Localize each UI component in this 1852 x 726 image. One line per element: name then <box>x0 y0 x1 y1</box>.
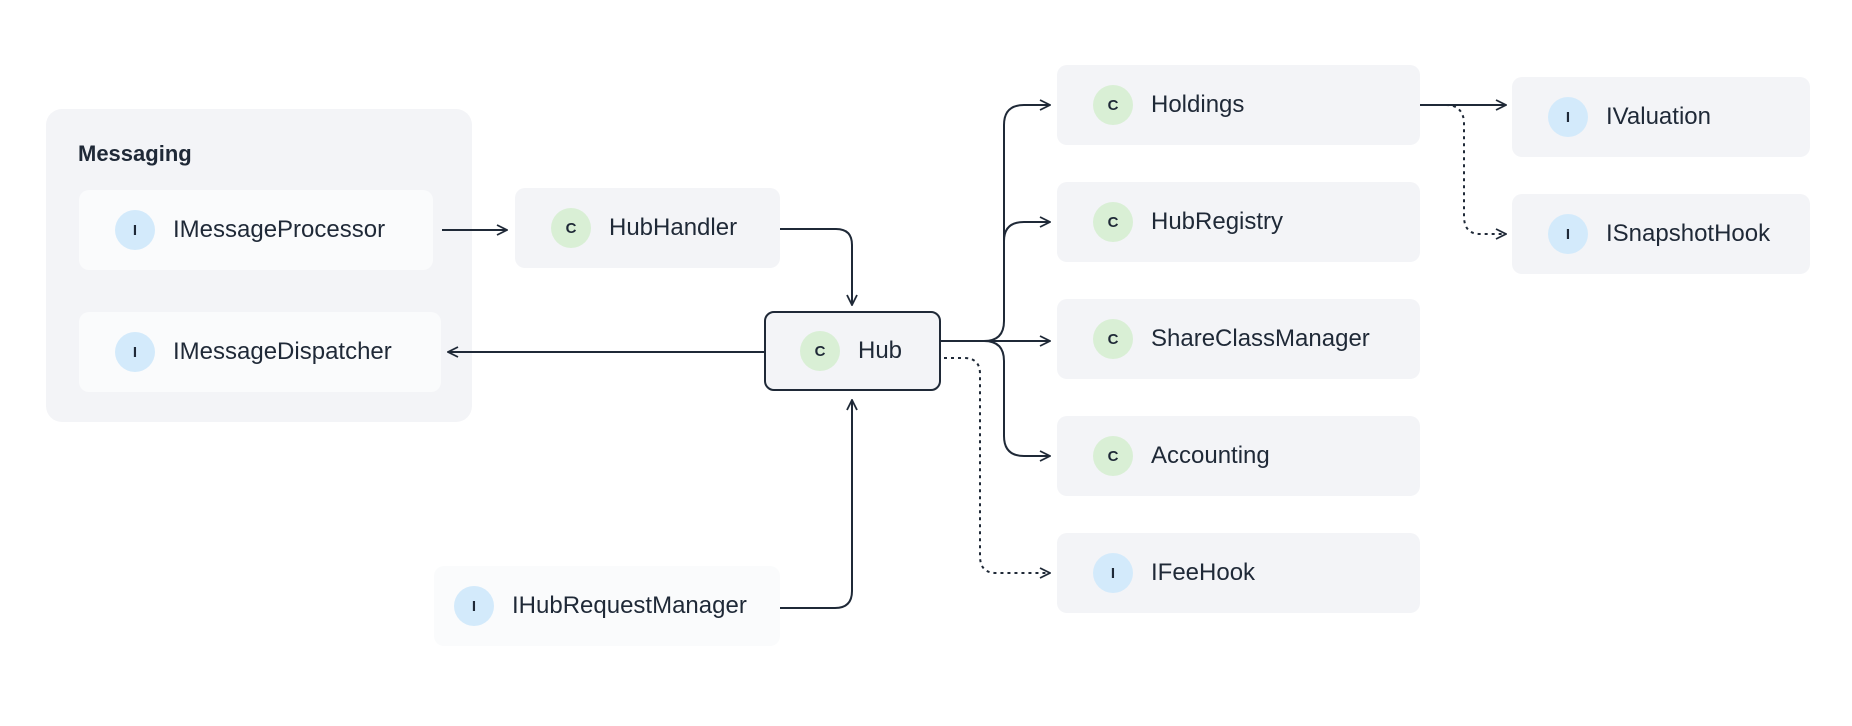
node-label: Holdings <box>1151 91 1245 118</box>
node-accounting[interactable]: C Accounting <box>1057 416 1420 496</box>
node-label: ShareClassManager <box>1151 325 1370 352</box>
interface-badge: I <box>1548 97 1588 137</box>
interface-badge: I <box>1548 214 1588 254</box>
class-badge: C <box>1093 85 1133 125</box>
node-ivaluation[interactable]: I IValuation <box>1512 77 1810 157</box>
node-label: ISnapshotHook <box>1606 220 1771 247</box>
edge-hub-accounting <box>983 340 1050 456</box>
edge-hub-ifeehook <box>944 357 1050 573</box>
node-label: IMessageProcessor <box>173 216 386 243</box>
interface-badge: I <box>454 586 494 626</box>
interface-badge: I <box>115 210 155 250</box>
interface-badge: I <box>115 332 155 372</box>
node-label: IFeeHook <box>1151 559 1256 586</box>
edge-hub-hubregistry <box>1003 222 1050 242</box>
class-badge: C <box>1093 436 1133 476</box>
edge-holdings-isnapshothook <box>1445 104 1506 234</box>
node-label: IMessageDispatcher <box>173 338 392 365</box>
edge-hub-holdings <box>940 105 1050 342</box>
class-badge: C <box>800 331 840 371</box>
node-ifeehook[interactable]: I IFeeHook <box>1057 533 1420 613</box>
class-badge: C <box>1093 319 1133 359</box>
class-badge: C <box>1093 202 1133 242</box>
node-holdings[interactable]: C Holdings <box>1057 65 1420 145</box>
node-isnapshothook[interactable]: I ISnapshotHook <box>1512 194 1810 274</box>
class-badge: C <box>551 208 591 248</box>
interface-badge: I <box>1093 553 1133 593</box>
node-hubhandler[interactable]: C HubHandler <box>515 188 780 268</box>
node-label: IValuation <box>1606 103 1711 130</box>
edge-ihubrequestmanager-hub <box>775 400 852 608</box>
node-hubregistry[interactable]: C HubRegistry <box>1057 182 1420 262</box>
edge-hubhandler-hub <box>780 228 852 305</box>
node-imessagedispatcher[interactable]: I IMessageDispatcher <box>79 312 441 392</box>
node-label: Accounting <box>1151 442 1270 469</box>
node-label: HubRegistry <box>1151 208 1284 235</box>
node-shareclassmanager[interactable]: C ShareClassManager <box>1057 299 1420 379</box>
node-imessageprocessor[interactable]: I IMessageProcessor <box>79 190 433 270</box>
node-ihubrequestmanager[interactable]: I IHubRequestManager <box>434 566 780 646</box>
node-label: IHubRequestManager <box>512 592 747 619</box>
node-hub[interactable]: C Hub <box>764 311 941 391</box>
group-title-messaging: Messaging <box>78 141 192 166</box>
node-label: HubHandler <box>609 214 738 241</box>
node-label: Hub <box>858 337 903 364</box>
